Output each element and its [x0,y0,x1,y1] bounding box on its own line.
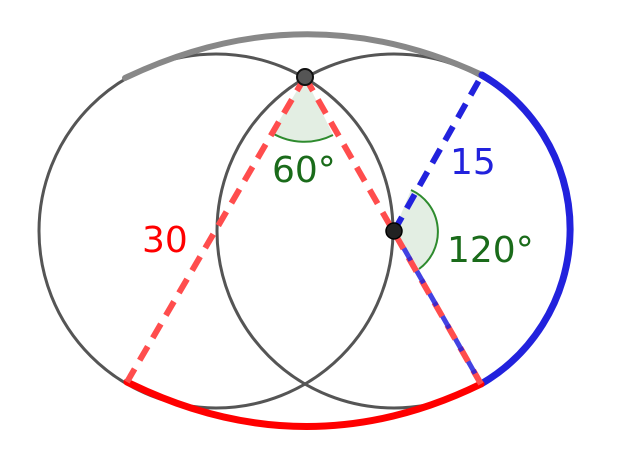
left-radius-dashed [124,75,308,384]
top-angle-arc [271,132,334,143]
right-outer-arc [477,71,574,388]
right-radius-dashed [302,75,484,386]
bottom-outer-arc [123,378,485,430]
right-angle-arc [410,189,439,270]
right-length-label: 15 [450,142,496,183]
blue-radius-upper-dashed [391,73,485,233]
left-length-label: 30 [142,220,188,261]
right-angle-wedge [394,190,438,269]
blue-radius-lower-dashed [391,229,484,386]
top-angle-label: 60° [272,150,336,191]
top-angle-wedge [272,77,333,142]
top-point [296,68,314,86]
right-angle-label: 120° [447,230,534,271]
center-point [385,222,403,240]
top-outer-arc [122,31,485,81]
